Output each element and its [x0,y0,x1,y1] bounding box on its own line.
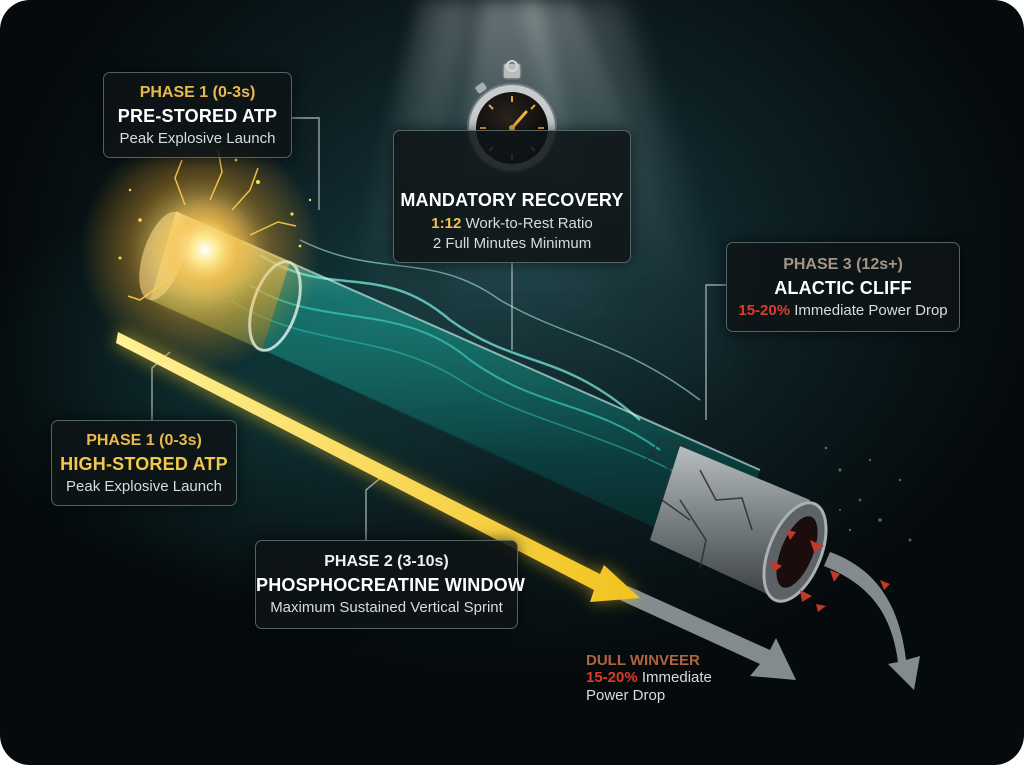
dull-drop: 15-20% Immediate [586,669,756,686]
down-right-arrow-icon [620,552,920,690]
phase1-left-card: PHASE 1 (0-3s) HIGH-STORED ATP Peak Expl… [51,420,237,506]
phase2-subtitle: Maximum Sustained Vertical Sprint [270,599,503,617]
dull-drop-text: Immediate [641,669,712,687]
atp-glow-section [80,130,320,370]
phase1-top-card: PHASE 1 (0-3s) PRE-STORED ATP Peak Explo… [103,72,292,158]
phase2-card: PHASE 2 (3-10s) PHOSPHOCREATINE WINDOW M… [255,540,526,629]
recovery-card: MANDATORY RECOVERY 1:12 Work-to-Rest Rat… [393,130,631,263]
alactic-cliff-stone [639,439,912,612]
yellow-power-arrow [114,330,640,602]
phase1-left-subtitle: Peak Explosive Launch [66,478,222,496]
phase1-top-heading: PHASE 1 (0-3s) [139,84,256,101]
recovery-minimum: 2 Full Minutes Minimum [432,234,592,252]
phase1-left-title: HIGH-STORED ATP [60,454,228,475]
phase3-card: PHASE 3 (12s+) ALACTIC CLIFF 15-20% Imme… [726,242,960,332]
recovery-ratio-value: 1:12 [431,214,462,232]
phase2-title: PHOSPHOCREATINE WINDOW [256,575,526,596]
phase1-top-title: PRE-STORED ATP [117,106,278,127]
dull-drop-value: 15-20% [586,669,638,687]
phase3-drop-value: 15-20% [738,302,791,320]
dull-drop-text2: Power Drop [586,686,666,704]
phase3-drop-text: Immediate Power Drop [794,302,948,320]
recovery-title: MANDATORY RECOVERY [400,190,624,210]
phase3-drop: 15-20% Immediate Power Drop [727,302,959,319]
phase3-heading: PHASE 3 (12s+) [783,256,903,273]
phase3-title: ALACTIC CLIFF [774,278,912,299]
phase1-left-heading: PHASE 1 (0-3s) [86,432,202,449]
phase2-heading: PHASE 2 (3-10s) [324,553,449,570]
recovery-ratio: 1:12 Work-to-Rest Ratio [394,215,630,232]
dull-winveer-label: DULL WINVEER 15-20% Immediate Power Drop [586,652,756,704]
recovery-ratio-text: Work-to-Rest Ratio [465,214,593,232]
phase1-top-subtitle: Peak Explosive Launch [119,130,276,148]
dull-heading: DULL WINVEER [586,652,700,669]
